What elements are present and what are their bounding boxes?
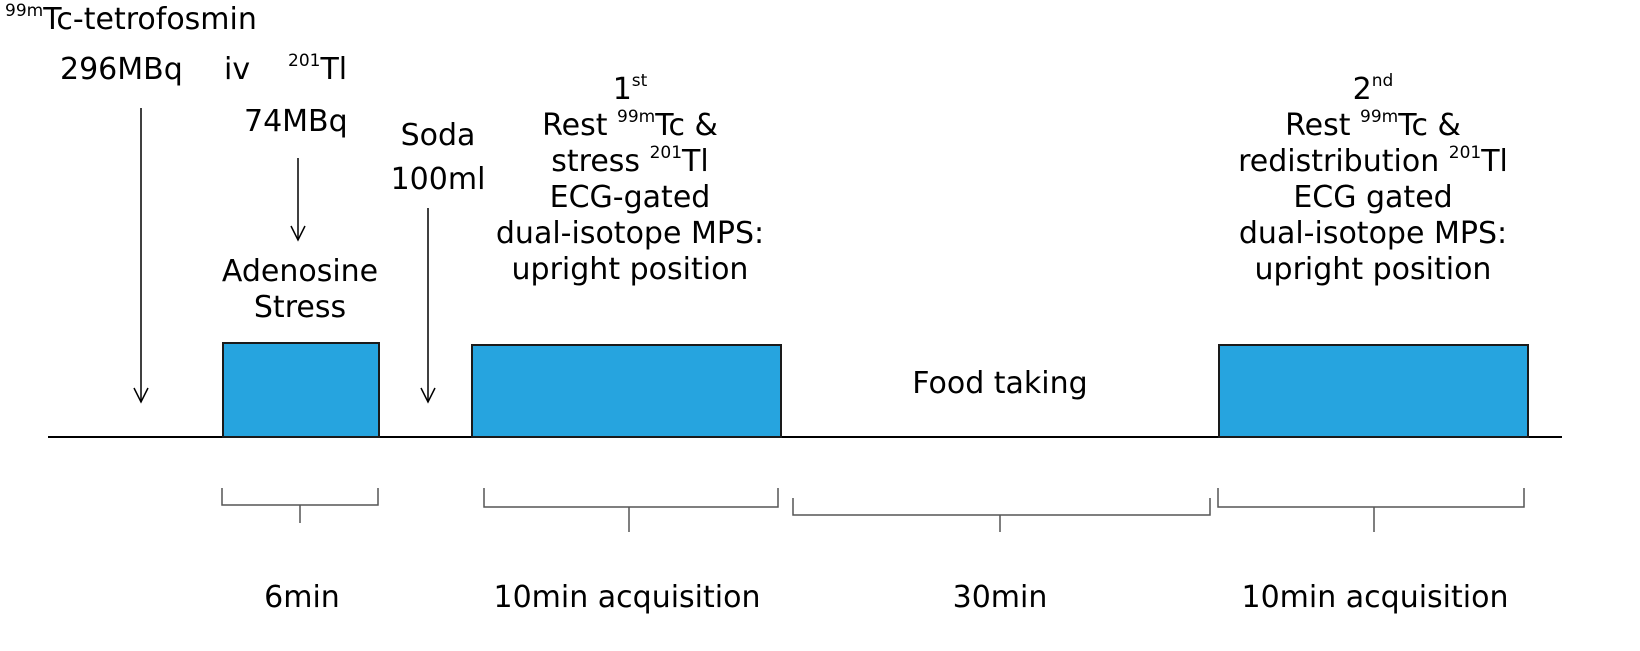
scan2-l3-pre: redistribution	[1238, 144, 1449, 179]
brace-scan2	[1217, 488, 1525, 532]
adenosine-line2: Stress	[253, 290, 347, 325]
scan1-l2-post: Tc &	[655, 108, 718, 143]
scan2-l2-pre: Rest	[1285, 108, 1361, 143]
brace-adenosine	[221, 488, 379, 523]
tetrofosmin-route: iv	[224, 52, 250, 88]
duration-food-text: 30min	[952, 580, 1048, 615]
adenosine-block	[222, 342, 380, 438]
scan1-label: 1st Rest 99mTc & stress 201Tl ECG-gated …	[480, 72, 780, 288]
soda-line2: 100ml	[390, 162, 486, 197]
scan1-line5: dual-isotope MPS:	[495, 216, 765, 251]
duration-scan1-text: 10min acquisition	[493, 580, 761, 615]
thallium-isotope: 201	[288, 51, 321, 71]
duration-scan1: 10min acquisition	[474, 580, 780, 616]
scan1-l2-pre: Rest	[542, 108, 618, 143]
scan2-line6: upright position	[1254, 252, 1492, 287]
scan1-l3-pre: stress	[551, 144, 650, 179]
duration-food: 30min	[920, 580, 1080, 616]
scan1-line6: upright position	[511, 252, 749, 287]
scan2-ordinal: 2nd	[1218, 72, 1528, 108]
scan2-l3-post: Tl	[1481, 144, 1508, 179]
scan2-label: 2nd Rest 99mTc & redistribution 201Tl EC…	[1218, 72, 1528, 288]
scan2-line3: redistribution 201Tl	[1218, 144, 1528, 180]
scan1-l3-post: Tl	[682, 144, 709, 179]
tetrofosmin-dose-value: 296MBq	[60, 52, 183, 87]
soda-arrow	[420, 208, 436, 404]
scan2-l2-sup: 99m	[1360, 107, 1399, 127]
duration-adenosine-text: 6min	[264, 580, 340, 615]
duration-scan2: 10min acquisition	[1222, 580, 1528, 616]
scan2-block	[1218, 344, 1529, 438]
tetrofosmin-dose: 296MBq	[60, 52, 183, 88]
brace-scan1	[483, 488, 779, 532]
scan2-ordinal-num: 2	[1352, 72, 1372, 107]
scan1-line3: stress 201Tl	[480, 144, 780, 180]
tetrofosmin-route-value: iv	[224, 52, 251, 87]
scan2-l3-sup: 201	[1448, 143, 1482, 163]
tetrofosmin-isotope: 99m	[5, 1, 44, 21]
scan2-line2: Rest 99mTc &	[1218, 108, 1528, 144]
thallium-dose: 74MBq	[244, 104, 348, 140]
scan1-ordinal: 1st	[480, 72, 780, 108]
adenosine-line1: Adenosine	[221, 254, 379, 289]
scan1-l3-sup: 201	[649, 143, 683, 163]
duration-scan2-text: 10min acquisition	[1241, 580, 1509, 615]
thallium-name: Tl	[320, 52, 348, 87]
tetrofosmin-label: 99mTc-tetrofosmin	[5, 2, 257, 38]
food-taking-label: Food taking	[860, 366, 1140, 402]
scan1-ordinal-num: 1	[612, 72, 632, 107]
scan1-block	[471, 344, 782, 438]
adenosine-label: Adenosine Stress	[180, 254, 420, 326]
soda-line1: Soda	[400, 118, 476, 153]
scan2-l2-post: Tc &	[1398, 108, 1461, 143]
soda-label: Soda 100ml	[390, 118, 486, 198]
food-taking-text: Food taking	[912, 366, 1088, 401]
thallium-label: 201Tl	[288, 52, 347, 88]
scan1-l2-sup: 99m	[617, 107, 656, 127]
scan1-line2: Rest 99mTc &	[480, 108, 780, 144]
brace-food	[792, 498, 1211, 532]
scan1-ordinal-sup: st	[631, 71, 648, 91]
scan1-line4: ECG-gated	[549, 180, 711, 215]
scan2-line5: dual-isotope MPS:	[1238, 216, 1508, 251]
tetrofosmin-name: Tc-tetrofosmin	[43, 2, 257, 37]
scan2-line4: ECG gated	[1293, 180, 1453, 215]
tetrofosmin-arrow	[133, 108, 149, 404]
duration-adenosine: 6min	[212, 580, 392, 616]
thallium-dose-value: 74MBq	[244, 104, 348, 139]
scan2-ordinal-sup: nd	[1371, 71, 1394, 91]
thallium-arrow	[290, 158, 306, 242]
